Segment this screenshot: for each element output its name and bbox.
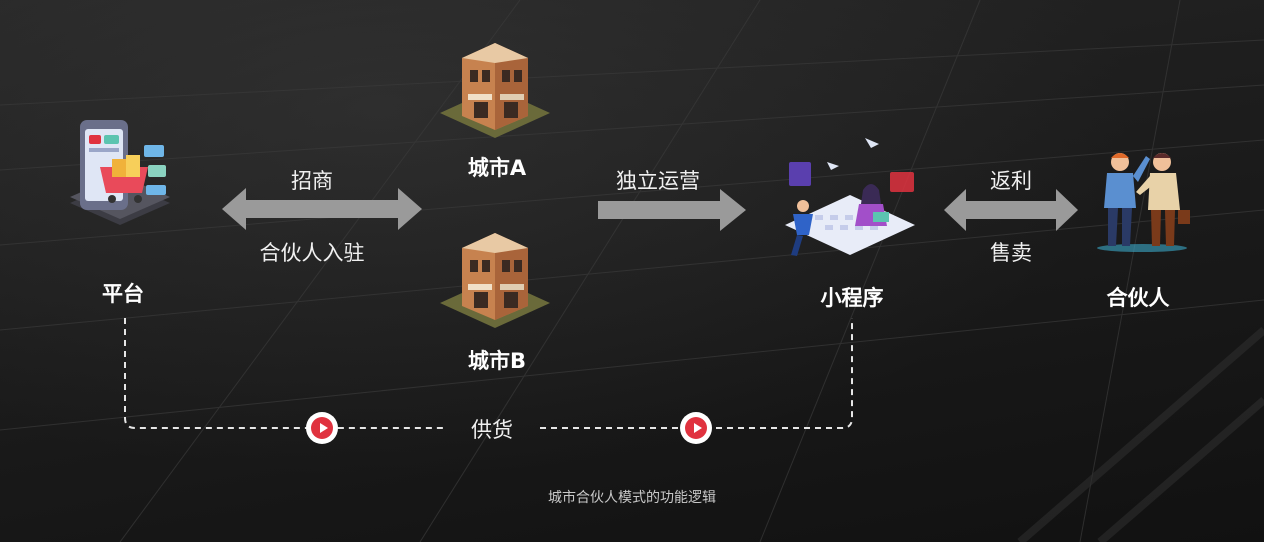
node-label-city-a: 城市A bbox=[467, 156, 527, 180]
building-icon bbox=[440, 228, 550, 328]
edge-label-independent-operation: 独立运营 bbox=[616, 169, 700, 193]
double-arrow-mini-program-partner bbox=[944, 189, 1078, 231]
arrow-city-to-mini-program bbox=[598, 189, 746, 231]
two-men-handshake-icon bbox=[1090, 148, 1195, 253]
edge-label-supply: 供货 bbox=[471, 418, 513, 442]
node-label-platform: 平台 bbox=[102, 282, 144, 306]
people-laptop-icon bbox=[775, 130, 925, 265]
edge-label-rebate: 返利 bbox=[990, 169, 1032, 193]
play-button-icon[interactable] bbox=[680, 412, 712, 444]
building-icon bbox=[440, 38, 550, 138]
node-label-city-b: 城市B bbox=[467, 349, 527, 373]
play-button-icon[interactable] bbox=[306, 412, 338, 444]
phone-shopping-cart-icon bbox=[60, 115, 180, 240]
edge-label-partner-join: 合伙人入驻 bbox=[259, 241, 365, 265]
edge-label-sale: 售卖 bbox=[990, 241, 1032, 265]
double-arrow-platform-city bbox=[222, 188, 422, 230]
edge-label-recruit: 招商 bbox=[291, 169, 333, 193]
diagram-caption: 城市合伙人模式的功能逻辑 bbox=[548, 490, 716, 506]
node-label-mini-program: 小程序 bbox=[820, 286, 884, 310]
node-label-partner: 合伙人 bbox=[1106, 286, 1170, 310]
